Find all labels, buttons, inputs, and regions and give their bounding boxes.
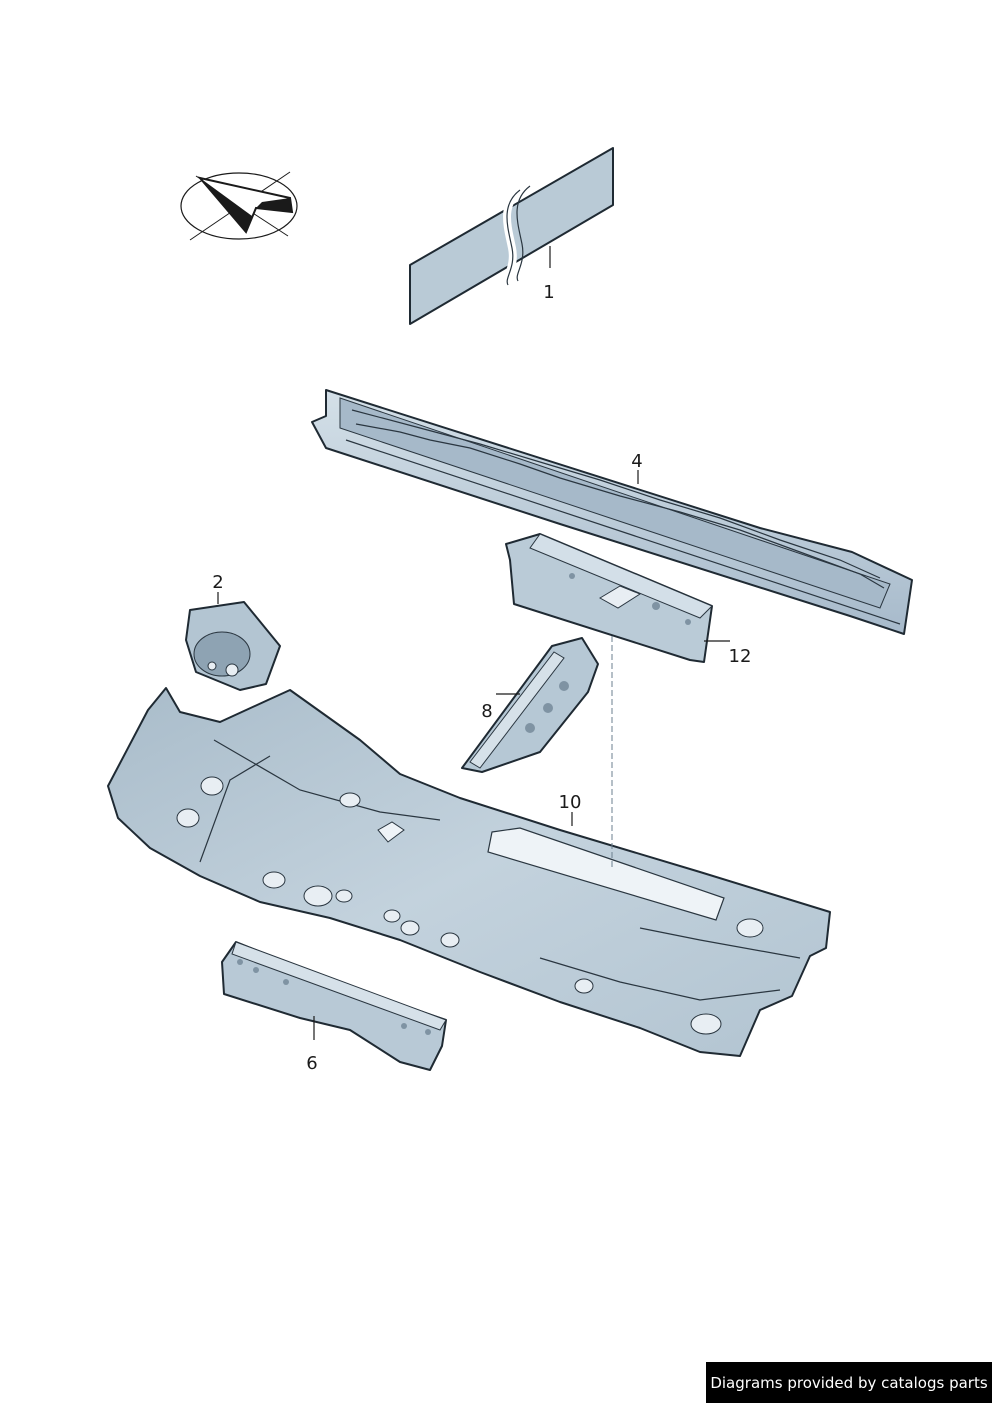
part-1-strip (409, 147, 614, 325)
part-6-cross-member (221, 941, 447, 1071)
part-label-10: 10 (559, 792, 582, 813)
orientation-arrow-icon (180, 171, 298, 241)
floor-holes (176, 776, 764, 1035)
part-8-reinforcement (461, 637, 599, 773)
part-label-8: 8 (481, 701, 492, 722)
leader-lines (217, 246, 730, 1040)
part-label-2: 2 (212, 572, 223, 593)
part-label-6: 6 (306, 1053, 317, 1074)
part-label-4: 4 (631, 451, 642, 472)
part-4-side-sill (311, 389, 913, 635)
credit-banner: Diagrams provided by catalogs parts (706, 1362, 992, 1403)
part-2-cup (185, 601, 281, 691)
part-label-1: 1 (543, 282, 554, 303)
part-12-bracket (505, 533, 713, 663)
part-label-12: 12 (729, 646, 752, 667)
part-10-floor-panel (107, 687, 831, 1057)
